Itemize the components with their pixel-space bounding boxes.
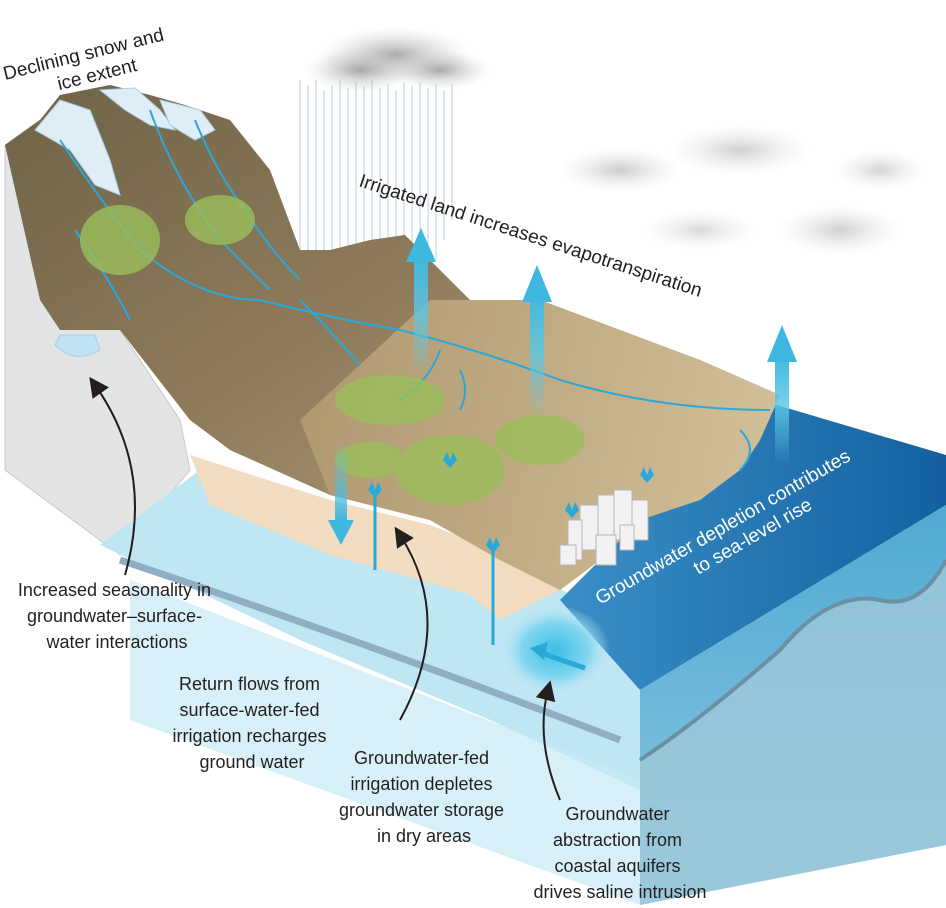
ocean-seafloor — [640, 560, 946, 905]
well-sprinklers — [368, 452, 654, 553]
label-return-flows: Return flows from surface-water-fed irri… — [172, 674, 331, 772]
rain-clouds — [305, 27, 925, 255]
seafloor-line — [638, 559, 946, 762]
label-return-flows-line2: surface-water-fed — [179, 700, 319, 720]
label-seasonality-line2: groundwater–surface- — [27, 606, 202, 626]
snow-ice-fields — [34, 87, 216, 357]
label-return-flows-line4: ground water — [199, 752, 304, 772]
label-gw-irrigation-line3: groundwater storage — [339, 800, 504, 820]
evapotranspiration-arrows — [406, 228, 797, 465]
label-saline-line2: abstraction from — [553, 830, 682, 850]
return-flow-arrow — [328, 440, 354, 545]
ocean-top — [560, 400, 946, 690]
label-saline: Groundwater abstraction from coastal aqu… — [533, 804, 706, 902]
label-gw-irrigation: Groundwater-fed irrigation depletes grou… — [339, 748, 509, 846]
callout-arrows — [89, 376, 561, 801]
label-seasonality: Increased seasonality in groundwater–sur… — [18, 580, 216, 652]
label-saline-line1: Groundwater — [565, 804, 669, 824]
label-seasonality-line3: water interactions — [45, 632, 187, 652]
irrigated-crops — [80, 195, 585, 505]
saline-intrusion — [500, 605, 610, 695]
label-saline-line3: coastal aquifers — [554, 856, 680, 876]
coastal-city — [559, 489, 649, 566]
label-return-flows-line1: Return flows from — [179, 674, 320, 694]
label-return-flows-line3: irrigation recharges — [172, 726, 326, 746]
lower-aquifer — [130, 580, 640, 905]
label-gw-irrigation-line1: Groundwater-fed — [354, 748, 489, 768]
label-saline-line4: drives saline intrusion — [533, 882, 706, 902]
label-seasonality-line1: Increased seasonality in — [18, 580, 211, 600]
label-gw-irrigation-line2: irrigation depletes — [350, 774, 492, 794]
confining-layer — [118, 556, 622, 744]
groundwater-wells — [373, 490, 495, 645]
label-gw-irrigation-line4: in dry areas — [377, 826, 471, 846]
